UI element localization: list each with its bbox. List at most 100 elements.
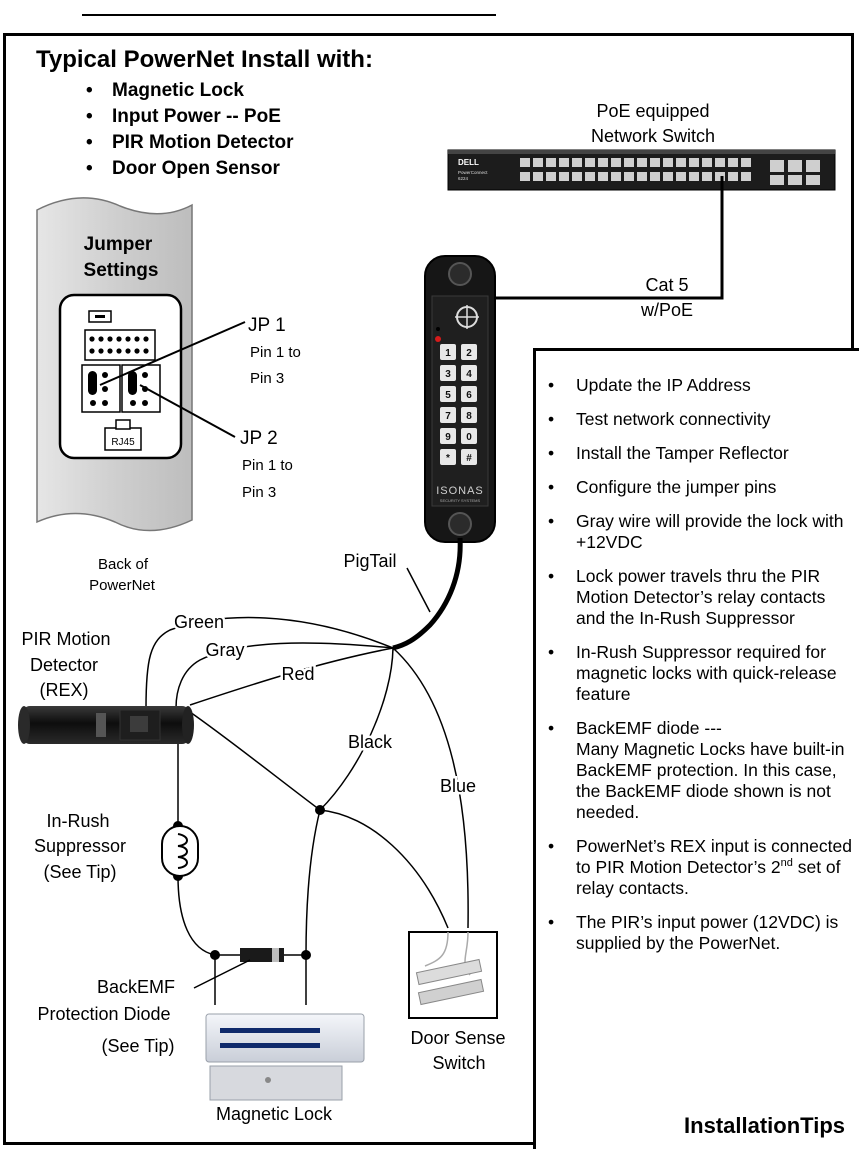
tip-item: BackEMF diode ---Many Magnetic Locks hav… [536, 718, 856, 823]
tip-item: In-Rush Suppressor required for magnetic… [536, 642, 856, 705]
pir-to-node-wire [189, 711, 321, 811]
red-wire-label: Red [281, 664, 314, 684]
keypad-key[interactable] [461, 386, 477, 402]
feature-item: Input Power -- PoE [84, 104, 294, 130]
cable-label-2: w/PoE [640, 300, 693, 320]
pir-label-1: PIR Motion [21, 629, 110, 649]
door-sense-label-1: Door Sense [410, 1028, 505, 1048]
maglock-label: Magnetic Lock [216, 1104, 333, 1124]
keypad-key-label: # [466, 453, 472, 464]
keypad-key[interactable] [440, 428, 456, 444]
switch-label-1: PoE equipped [596, 101, 709, 121]
keypad-key[interactable] [440, 365, 456, 381]
keypad-key[interactable] [461, 344, 477, 360]
inrush-label-2: Suppressor [34, 836, 126, 856]
feature-list: Magnetic Lock Input Power -- PoE PIR Mot… [84, 78, 294, 182]
switch-ports [520, 158, 820, 185]
tip-item: Install the Tamper Reflector [536, 443, 856, 464]
jp1-block [81, 364, 121, 413]
keypad-key-label: 8 [466, 411, 472, 422]
keypad-key-label: 6 [466, 390, 472, 401]
back-of-label-1: Back of [98, 556, 149, 573]
tip-item: Lock power travels thru the PIR Motion D… [536, 566, 856, 629]
junction-dots [173, 805, 325, 960]
cat5-cable [488, 176, 724, 300]
switch-brand: DELL [458, 158, 479, 167]
tip-line: set of relay contacts. [576, 857, 841, 898]
cable-label-1: Cat 5 [645, 275, 688, 295]
jp1-label: JP 1 [248, 315, 286, 336]
black-wire [319, 647, 394, 811]
top-underline [82, 14, 496, 16]
keypad-key[interactable] [461, 449, 477, 465]
keypad-key[interactable] [440, 344, 456, 360]
keypad-key-label: 3 [445, 369, 451, 380]
reader-brand-sub: SECURITY SYSTEMS [440, 498, 481, 503]
jp1-pins-2: Pin 3 [250, 370, 284, 387]
black-wire-label: Black [348, 732, 393, 752]
inrush-suppressor [161, 825, 199, 877]
blue-wire-label: Blue [440, 776, 476, 796]
keypad-key-label: * [446, 453, 450, 464]
blue-wire [392, 647, 469, 929]
gray-wire [175, 642, 394, 709]
page-title: Typical PowerNet Install with: [36, 46, 373, 73]
feature-item: Magnetic Lock [84, 78, 294, 104]
tip-item: Test network connectivity [536, 409, 856, 430]
keypad-key-label: 0 [466, 432, 472, 443]
gray-wire-label: Gray [205, 640, 244, 660]
green-wire [145, 616, 394, 709]
green-wire-label: Green [174, 612, 224, 632]
inrush-to-diode-wire [177, 875, 248, 956]
jp2-leader [139, 384, 236, 438]
keypad-key[interactable] [440, 386, 456, 402]
tip-item: Configure the jumper pins [536, 477, 856, 498]
keypad-key[interactable] [461, 407, 477, 423]
pigtail-cable [392, 537, 463, 651]
rj45-label: RJ45 [111, 437, 135, 448]
keypad-key[interactable] [440, 407, 456, 423]
node-to-switch-wire [319, 809, 449, 929]
jp2-pins-2: Pin 3 [242, 484, 276, 501]
tip-item: Update the IP Address [536, 375, 856, 396]
tip-item: The PIR’s input power (12VDC) is supplie… [536, 912, 856, 954]
tip-line: PowerNet’s REX input is connected to PIR… [576, 836, 852, 877]
pigtail-leader [406, 567, 431, 613]
inrush-label-1: In-Rush [46, 811, 109, 831]
pigtail-label: PigTail [343, 551, 396, 571]
keypad-key-label: 1 [445, 348, 451, 359]
keypad-key-label: 2 [466, 348, 472, 359]
pir-label-2: Detector [30, 655, 98, 675]
tips-list: Update the IP Address Test network conne… [536, 375, 856, 967]
jp1-pins-1: Pin 1 to [250, 344, 301, 361]
magnetic-lock [205, 1013, 365, 1101]
reader-brand: ISONAS [436, 485, 484, 497]
tip-line: Many Magnetic Locks have built-in BackEM… [576, 739, 845, 822]
switch-model-2: 6224 [458, 176, 469, 181]
jp1-leader [99, 321, 246, 386]
node-to-lock-wire [305, 809, 321, 1005]
door-sense-switch [408, 931, 498, 1019]
keypad-key[interactable] [461, 428, 477, 444]
diode-label-1: BackEMF [97, 977, 175, 997]
keypad-key[interactable] [461, 365, 477, 381]
keypad-key[interactable] [440, 449, 456, 465]
red-wire [189, 647, 394, 706]
tips-title: InstallationTips [684, 1113, 845, 1138]
diode-label-2: Protection Diode [37, 1004, 170, 1024]
pin-header [84, 329, 156, 361]
door-sense-label-2: Switch [432, 1053, 485, 1073]
tip-item: PowerNet’s REX input is connected to PIR… [536, 836, 856, 899]
keypad-key-label: 9 [445, 432, 451, 443]
jumper-title-1: Jumper [84, 234, 153, 255]
jumper-title-2: Settings [84, 260, 159, 281]
inrush-label-3: (See Tip) [43, 862, 116, 882]
feature-item: PIR Motion Detector [84, 130, 294, 156]
keypad-key-label: 4 [466, 369, 472, 380]
keypad-key-label: 5 [445, 390, 451, 401]
diode-leader [193, 959, 251, 989]
switch-label-2: Network Switch [591, 126, 715, 146]
tip-item: Gray wire will provide the lock with +12… [536, 511, 856, 553]
